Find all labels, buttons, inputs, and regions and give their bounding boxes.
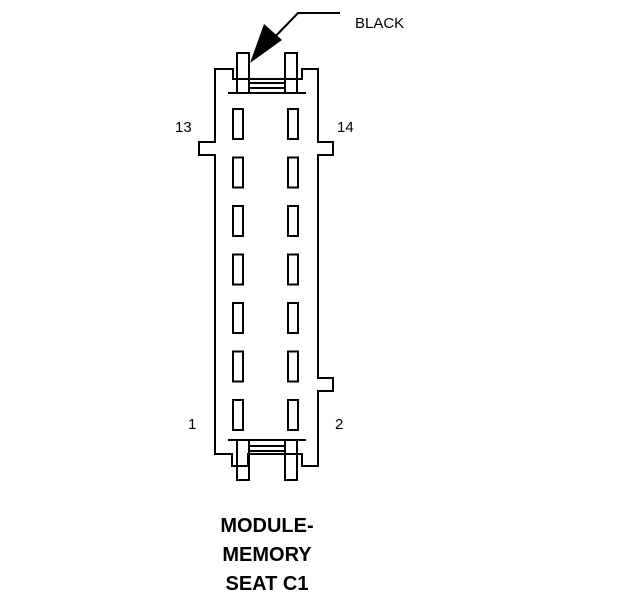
connector-title-line-2: MEMORY — [222, 544, 312, 566]
top-latch — [228, 52, 306, 94]
terminal-cavity — [232, 399, 244, 431]
connector-title-line-3: SEAT C1 — [226, 573, 309, 595]
terminal-cavity — [232, 205, 244, 237]
bottom-latch — [228, 439, 306, 481]
terminal-cavity — [287, 108, 299, 140]
pin-label-2: 2 — [335, 416, 343, 433]
terminal-cavity — [232, 253, 244, 286]
terminal-cavities — [232, 108, 299, 431]
pin-label-1: 1 — [188, 416, 196, 433]
terminal-cavity — [287, 205, 299, 237]
color-callout-arrow — [250, 12, 340, 63]
terminal-cavity — [287, 302, 299, 334]
terminal-cavity — [287, 156, 299, 189]
terminal-cavity — [232, 108, 244, 140]
terminal-cavity — [287, 399, 299, 431]
connector-color-label: BLACK — [355, 15, 404, 32]
terminal-cavity — [232, 350, 244, 383]
connector-housing — [198, 68, 334, 467]
terminal-cavity — [287, 350, 299, 383]
terminal-cavity — [287, 253, 299, 286]
pin-label-13: 13 — [175, 119, 192, 136]
connector-title-line-1: MODULE- — [220, 515, 313, 537]
pin-label-14: 14 — [337, 119, 354, 136]
terminal-cavity — [232, 156, 244, 189]
terminal-cavity — [232, 302, 244, 334]
